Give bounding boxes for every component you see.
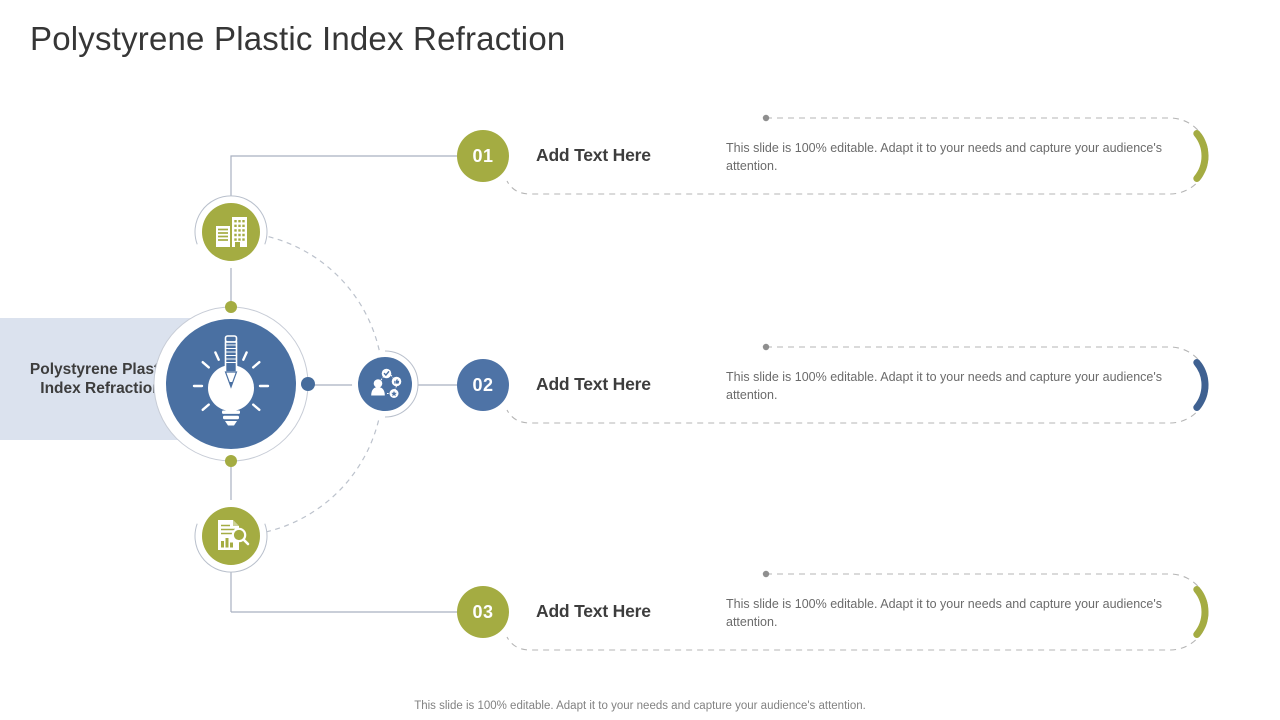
bottom-satellite xyxy=(194,500,268,573)
ring-dot-top xyxy=(225,301,237,313)
row-1-description[interactable]: This slide is 100% editable. Adapt it to… xyxy=(726,141,1162,174)
row-3-accent-arc xyxy=(1193,586,1209,638)
row-3-heading[interactable]: Add Text Here xyxy=(536,601,651,621)
row-1-accent-arc xyxy=(1193,130,1209,182)
row-outline-1 xyxy=(506,114,1209,195)
top-satellite-arc xyxy=(194,195,268,245)
row-1-heading[interactable]: Add Text Here xyxy=(536,145,651,165)
top-satellite-circle xyxy=(202,203,260,261)
middle-satellite-circle xyxy=(358,357,412,411)
top-satellite xyxy=(194,195,268,268)
row-2-dot xyxy=(762,343,770,351)
idea-pencil-bulb-icon xyxy=(192,335,270,426)
row-outline-3 xyxy=(506,570,1209,651)
footer-note[interactable]: This slide is 100% editable. Adapt it to… xyxy=(414,700,866,712)
middle-satellite xyxy=(352,350,419,418)
row-2-number-badge: 02 xyxy=(457,359,509,411)
row-3-description[interactable]: This slide is 100% editable. Adapt it to… xyxy=(726,597,1162,630)
ring-dot-right xyxy=(301,377,315,391)
bottom-satellite-arc xyxy=(194,523,268,573)
row-3-dot xyxy=(762,570,770,578)
center-label[interactable]: Polystyrene Plastic Index Refraction xyxy=(29,360,173,397)
row-1-number-badge: 01 xyxy=(457,130,509,182)
report-search-icon xyxy=(218,520,250,550)
people-network-icon xyxy=(371,368,402,398)
row-2-heading[interactable]: Add Text Here xyxy=(536,374,651,394)
bulb-rays xyxy=(192,351,270,411)
row-outline-2 xyxy=(506,343,1209,424)
row-2-accent-arc xyxy=(1193,359,1209,411)
row-2-description[interactable]: This slide is 100% editable. Adapt it to… xyxy=(726,370,1162,403)
ring-dot-bottom xyxy=(225,455,237,467)
row-3-number-badge: 03 xyxy=(457,586,509,638)
row-1-dot xyxy=(762,114,770,122)
buildings-icon xyxy=(216,217,247,247)
slide-title[interactable]: Polystyrene Plastic Index Refraction xyxy=(30,20,566,57)
middle-satellite-arc xyxy=(384,350,419,418)
